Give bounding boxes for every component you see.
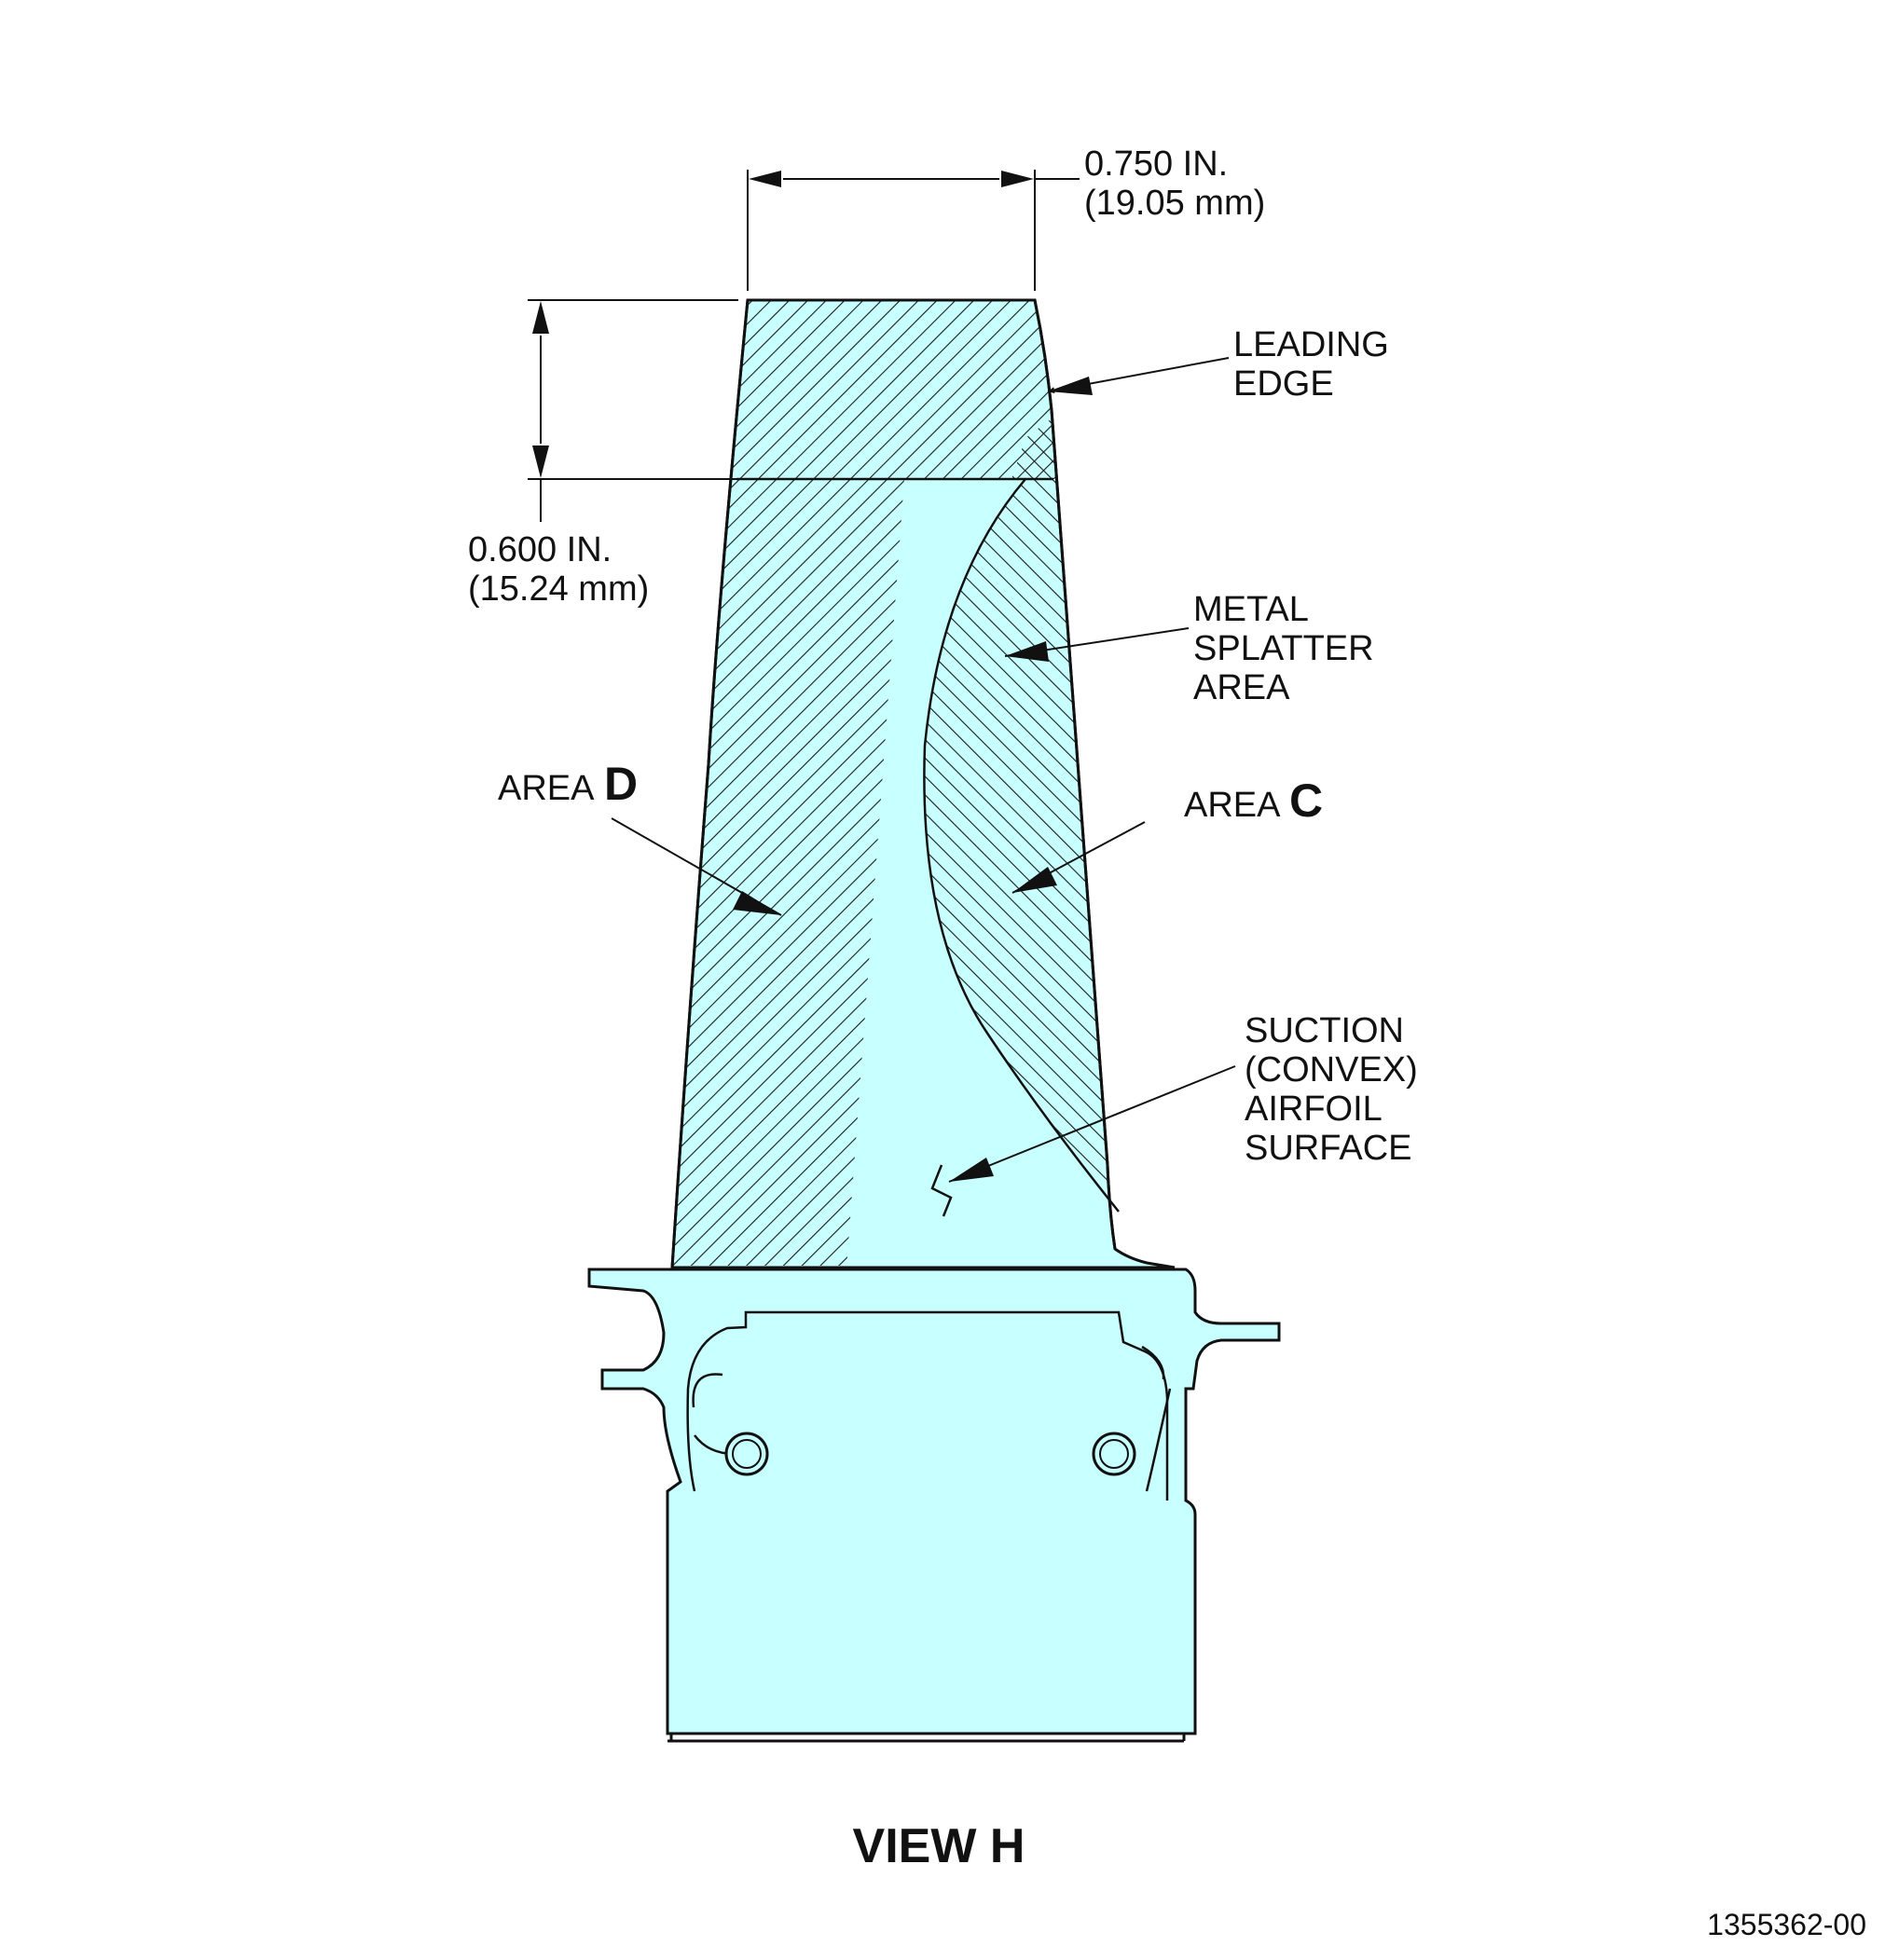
width-dimension: 0.750 IN. (19.05 mm) — [747, 144, 1265, 291]
suction-label-line2: (CONVEX) — [1245, 1050, 1418, 1090]
suction-label-line1: SUCTION — [1245, 1011, 1404, 1050]
metal-splatter-label-line2: SPLATTER — [1193, 629, 1374, 668]
view-title: VIEW H — [853, 1819, 1025, 1873]
leading-edge-callout: LEADING EDGE — [1047, 325, 1389, 404]
root-hole-left — [724, 1432, 769, 1476]
metal-splatter-label-line3: AREA — [1193, 668, 1290, 707]
width-dimension-line2: (19.05 mm) — [1084, 184, 1265, 223]
document-id: 1355362-00 — [1707, 1908, 1866, 1941]
airfoil-outline-left — [670, 299, 750, 1268]
break-mark — [930, 1164, 953, 1217]
leading-edge-crosshatch — [1011, 410, 1063, 479]
suction-surface-callout: SUCTION (CONVEX) AIRFOIL SURFACE — [948, 1011, 1418, 1183]
area-d-callout: AREA D — [498, 758, 782, 916]
height-dimension-line2: (15.24 mm) — [468, 569, 649, 609]
blade-platform — [587, 1268, 1281, 1735]
metal-splatter-callout: METAL SPLATTER AREA — [1004, 590, 1374, 707]
airfoil-outline-right — [748, 298, 1117, 1250]
area-d-label-prefix: AREA — [498, 769, 595, 808]
suction-label-line3: AIRFOIL — [1245, 1090, 1383, 1129]
width-dimension-line1: 0.750 IN. — [1084, 144, 1228, 184]
area-c-label-prefix: AREA — [1184, 786, 1281, 825]
height-dimension-line1: 0.600 IN. — [468, 530, 612, 569]
splatter-boundary — [923, 478, 1120, 1213]
root-inner-contour — [686, 1310, 1169, 1501]
area-d-label-letter: D — [604, 758, 638, 810]
suction-label-line4: SURFACE — [1245, 1129, 1411, 1168]
root-hole-right — [1092, 1432, 1136, 1476]
leading-edge-label-line1: LEADING — [1233, 325, 1389, 364]
area-c-callout: AREA C — [1011, 774, 1323, 894]
area-d-region — [672, 300, 1063, 1266]
leading-edge-label-line2: EDGE — [1233, 364, 1334, 404]
metal-splatter-label-line1: METAL — [1193, 590, 1309, 629]
area-c-label-letter: C — [1289, 774, 1323, 827]
height-dimension: 0.600 IN. (15.24 mm) — [468, 299, 738, 609]
